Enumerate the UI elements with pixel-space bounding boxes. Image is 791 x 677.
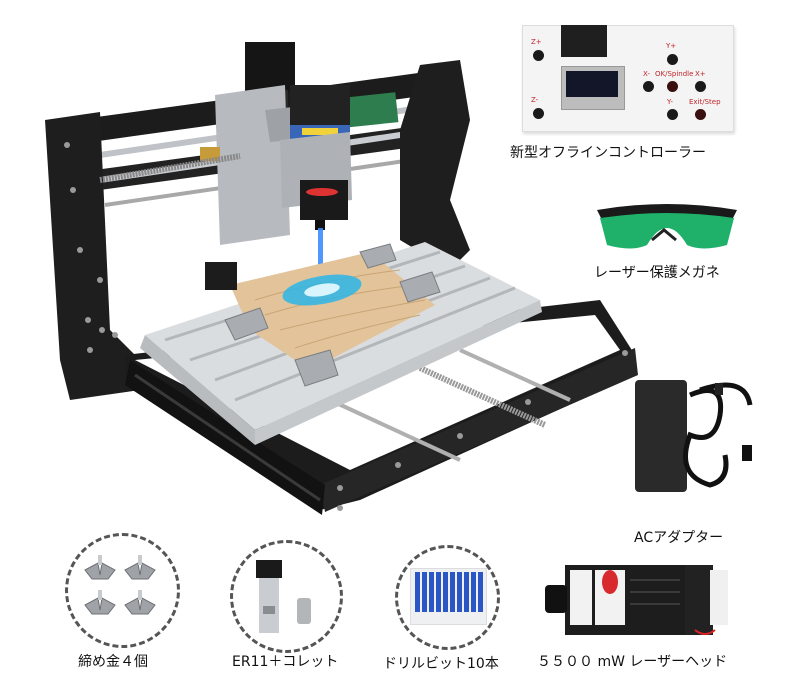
er11-collet [252,558,327,638]
cnc-machine [40,30,640,530]
button-x-plus [695,81,706,92]
collet-circle [230,540,343,653]
button-label-y-plus: Y+ [666,42,677,50]
button-z-minus [533,108,544,119]
laser-safety-goggles [592,200,742,255]
ac-adapter-label: ACアダプター [634,530,724,546]
laser-head-label: ５５００ mW レーザーヘッド [537,654,728,670]
button-label-z-minus: Z- [531,96,539,104]
cnc-machine-illustration [45,42,638,515]
button-label-x-plus: X+ [695,70,706,78]
drill-bits-label: ドリルビット10本 [383,656,499,672]
drill-bits [410,568,487,625]
button-x-minus [643,81,654,92]
button-label-z-plus: Z+ [531,38,542,46]
button-y-minus [667,109,678,120]
controller-lcd-screen [561,66,625,110]
laser-head-module [545,560,730,640]
clamps-circle [65,533,180,648]
wing-nuts [80,555,165,630]
ac-adapter [630,375,760,500]
button-y-plus [667,54,678,65]
offline-controller: Z+ Z- Y+ X- OK/Spindle X+ Y- Exit/Step [522,25,734,132]
controller-label: 新型オフラインコントローラー [510,145,706,161]
button-exit-step [695,109,706,120]
button-z-plus [533,50,544,61]
button-label-exit-step: Exit/Step [689,98,721,106]
collet-label: ER11＋コレット [232,654,339,670]
button-label-ok-spindle: OK/Spindle [655,70,694,78]
goggles-label: レーザー保護メガネ [594,265,720,281]
button-label-x-minus: X- [643,70,650,78]
controller-connector [561,25,607,57]
button-label-y-minus: Y- [667,98,673,106]
drill-bits-circle [395,545,500,650]
clamps-label: 締め金４個 [78,654,148,670]
button-ok-spindle [667,81,678,92]
